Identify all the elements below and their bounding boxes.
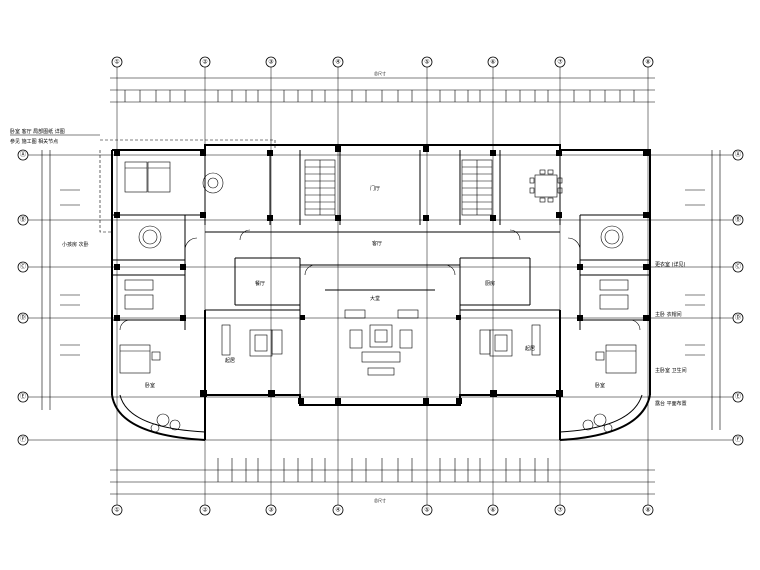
label-left-room-note: 小孩房 次卧 — [62, 241, 89, 248]
svg-text:Ⓕ: Ⓕ — [735, 436, 741, 444]
round-fixtures — [138, 172, 624, 433]
note-top-left-2: 参见 施工图 相关节点 — [10, 138, 58, 145]
study-tables — [124, 279, 629, 310]
svg-text:⑦: ⑦ — [557, 59, 563, 66]
right-lounge-furniture — [479, 324, 541, 357]
top-dimension-label: 总尺寸 — [374, 70, 386, 76]
svg-text:④: ④ — [335, 59, 340, 66]
svg-text:⑥: ⑥ — [490, 59, 495, 66]
living-room-furniture — [344, 309, 419, 376]
label-kitchen: 厨房 — [485, 280, 495, 287]
svg-text:①: ① — [114, 59, 119, 66]
left-bed — [119, 344, 161, 374]
label-right-note-2: 主卧 衣帽间 — [655, 311, 682, 318]
grid-bubbles-bottom: ① ② ③ ④ ⑤ ⑥ ⑦ ⑧ — [111, 504, 654, 516]
svg-text:Ⓕ: Ⓕ — [20, 436, 26, 444]
svg-text:Ⓐ: Ⓐ — [735, 151, 741, 159]
svg-text:⑧: ⑧ — [645, 507, 650, 514]
interior-walls — [112, 150, 650, 395]
top-left-dashed-outline: 卧室 客厅 局部图纸 详图 参见 施工图 相关节点 — [10, 128, 276, 233]
svg-text:②: ② — [202, 507, 208, 514]
label-right-note-1: 更衣室 (详见) — [655, 261, 686, 268]
svg-text:④: ④ — [335, 507, 340, 514]
label-left-bedroom: 卧室 — [145, 382, 155, 389]
svg-text:Ⓐ: Ⓐ — [20, 151, 26, 159]
svg-text:③: ③ — [268, 507, 273, 514]
dining-set — [529, 169, 563, 203]
top-dimension-lines: 总尺寸 — [110, 70, 655, 103]
right-bed — [595, 344, 637, 374]
svg-text:⑥: ⑥ — [490, 507, 495, 514]
exterior-walls — [111, 144, 651, 441]
label-stair-hall: 门厅 — [370, 185, 380, 192]
svg-text:Ⓔ: Ⓔ — [735, 393, 741, 401]
label-right-note-3: 主卧室 卫生间 — [655, 367, 687, 374]
svg-text:⑤: ⑤ — [424, 59, 429, 66]
svg-text:Ⓓ: Ⓓ — [20, 314, 26, 322]
grid-bubbles-top: ① ② ③ ④ ⑤ ⑥ ⑦ ⑧ — [111, 56, 654, 68]
svg-text:Ⓒ: Ⓒ — [735, 263, 741, 271]
left-stair — [304, 159, 336, 216]
svg-text:①: ① — [114, 507, 119, 514]
svg-text:⑤: ⑤ — [424, 507, 429, 514]
label-living-room: 客厅 — [372, 240, 382, 247]
side-dimension-lines — [41, 150, 721, 430]
bottom-dimension-lines: 总尺寸 — [110, 458, 655, 503]
structural-columns — [114, 146, 649, 404]
door-swings — [119, 229, 641, 331]
grid-bubbles-right: Ⓐ Ⓑ Ⓒ Ⓓ Ⓔ Ⓕ — [732, 149, 744, 446]
label-right-note-4: 露台 平面布置 — [655, 400, 687, 407]
label-right-lounge: 起居 — [525, 346, 535, 352]
svg-text:Ⓑ: Ⓑ — [20, 216, 26, 224]
room-labels: 大堂 门厅 客厅 餐厅 厨房 起居 起居 卧室 卧室 小孩房 次卧 更衣室 (详… — [62, 185, 687, 407]
label-left-lounge: 起居 — [225, 358, 235, 364]
svg-text:③: ③ — [268, 59, 273, 66]
svg-text:Ⓑ: Ⓑ — [735, 216, 741, 224]
svg-text:Ⓒ: Ⓒ — [20, 263, 26, 271]
note-top-left-1: 卧室 客厅 局部图纸 详图 — [10, 128, 65, 135]
bottom-dimension-label: 总尺寸 — [374, 497, 386, 503]
left-lounge-furniture — [221, 324, 283, 357]
svg-text:⑧: ⑧ — [645, 59, 650, 66]
svg-text:Ⓔ: Ⓔ — [20, 393, 26, 401]
svg-text:⑦: ⑦ — [557, 507, 563, 514]
svg-text:Ⓓ: Ⓓ — [735, 314, 741, 322]
label-right-bedroom: 卧室 — [595, 382, 605, 389]
label-center-hall: 大堂 — [370, 295, 380, 302]
svg-text:②: ② — [202, 59, 208, 66]
right-stair — [461, 159, 493, 216]
horizontal-grid-lines — [28, 154, 736, 441]
label-dining-room: 餐厅 — [255, 280, 265, 287]
top-left-beds — [124, 161, 171, 193]
vertical-grid-lines — [116, 62, 649, 510]
grid-bubbles-left: Ⓐ Ⓑ Ⓒ Ⓓ Ⓔ Ⓕ — [17, 149, 29, 446]
